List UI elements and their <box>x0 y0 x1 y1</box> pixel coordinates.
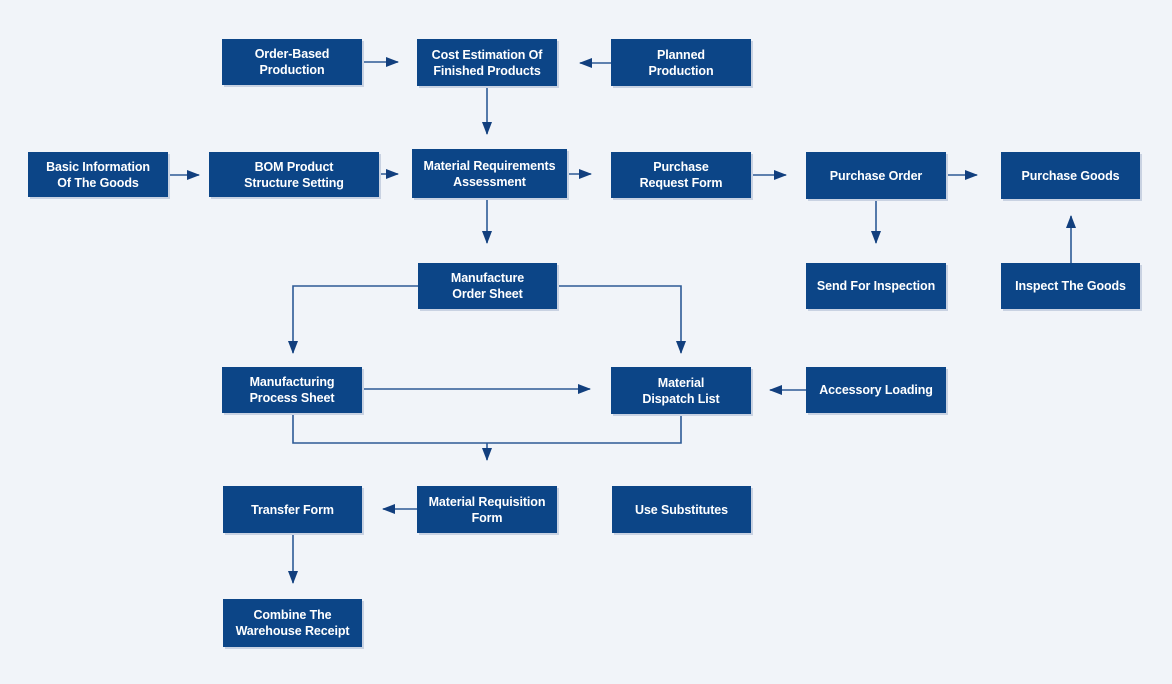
flow-node-label: Order Sheet <box>452 287 523 301</box>
flow-node-label: Inspect The Goods <box>1015 279 1126 293</box>
flow-node-label: Material Requisition <box>428 494 546 509</box>
flow-node-use-substitutes: Use Substitutes <box>612 486 751 533</box>
edge-group <box>168 57 1076 584</box>
flow-node-label: Cost Estimation Of <box>431 47 543 62</box>
flow-node-label: Send For Inspection <box>816 279 936 293</box>
flow-node-label: Planned <box>657 47 705 62</box>
flow-node-label: Structure Setting <box>244 175 344 190</box>
flow-node-label: BOM Product <box>254 159 334 174</box>
flow-node-label: Assessment <box>453 174 526 189</box>
flow-node-label: Manufacturing <box>249 375 335 389</box>
flow-node-label: Basic Information <box>46 159 150 174</box>
flow-node-label: Manufacture <box>450 271 525 285</box>
flow-edge-manufacturing-process-sheet-to-material-dispatch-list <box>292 413 682 444</box>
flow-edge-manufacture-order-sheet-to-material-dispatch-list <box>557 285 686 354</box>
flow-node-label: Dispatch List <box>642 391 720 406</box>
flow-node-label: Request Form <box>639 176 723 190</box>
flow-node-purchase-goods: Purchase Goods <box>1001 152 1140 199</box>
flow-node-label: Purchase Order <box>829 168 923 183</box>
flow-node-label: Material <box>657 375 705 390</box>
flow-node-label: Order-Based <box>254 47 330 61</box>
flow-node-label: Combine The <box>253 608 332 622</box>
flow-node-inspect-the-goods: Inspect The Goods <box>1001 263 1140 309</box>
flow-edge-manufacture-order-sheet-to-manufacturing-process-sheet <box>288 285 418 354</box>
flow-node-label: Of The Goods <box>57 175 139 190</box>
flow-node-transfer-form: Transfer Form <box>223 486 362 533</box>
flow-node-label: Finished Products <box>433 63 541 78</box>
flow-node-label: Purchase <box>653 160 709 174</box>
flow-node-label: Use Substitutes <box>635 502 728 517</box>
flow-node-label: Warehouse Receipt <box>235 624 350 638</box>
flow-node-label: Form <box>471 510 503 525</box>
flow-node-label: Process Sheet <box>249 391 335 405</box>
flow-node-label: Material Requirements <box>423 158 556 173</box>
flow-node-purchase-order: Purchase Order <box>806 152 946 199</box>
flow-node-label: Transfer Form <box>251 502 334 517</box>
flow-node-label: Accessory Loading <box>819 383 933 397</box>
flow-node-send-for-inspection: Send For Inspection <box>806 263 946 309</box>
flow-node-label: Purchase Goods <box>1021 168 1120 183</box>
flow-node-label: Production <box>259 63 325 77</box>
flow-node-label: Production <box>648 63 714 78</box>
flow-node-accessory-loading: Accessory Loading <box>806 367 946 413</box>
